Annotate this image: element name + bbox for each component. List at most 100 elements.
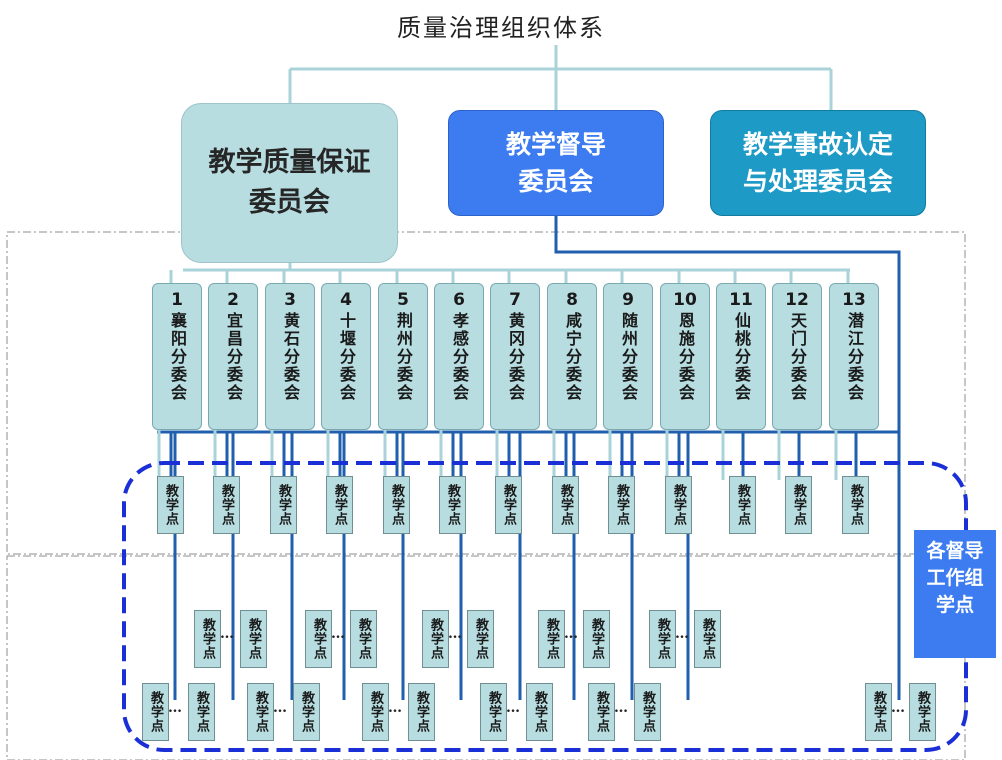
- branch-suffix: 分委会: [788, 348, 807, 402]
- ellipsis: …: [220, 626, 234, 642]
- branch-suffix: 分委会: [563, 348, 582, 402]
- branch-suffix: 分委会: [337, 348, 356, 402]
- branch-name: 潜江: [845, 312, 864, 348]
- teaching-point-row1-12: 教学点: [785, 476, 812, 534]
- teaching-point-label: 教学点: [356, 618, 371, 660]
- teaching-point-label: 教学点: [163, 484, 178, 526]
- teaching-point-label: 教学点: [246, 618, 261, 660]
- branch-number: 13: [842, 290, 866, 310]
- teaching-point-label: 教学点: [428, 618, 443, 660]
- branch-number: 12: [785, 290, 809, 310]
- branch-suffix: 分委会: [281, 348, 300, 402]
- teaching-point-label: 教学点: [871, 691, 886, 733]
- teaching-point-label: 教学点: [532, 691, 547, 733]
- frame-lower: [6, 555, 966, 760]
- branch-number: 7: [509, 290, 521, 310]
- teaching-point-row1-11: 教学点: [729, 476, 756, 534]
- branch-name: 十堰: [337, 312, 356, 348]
- teaching-point-label: 教学点: [544, 618, 559, 660]
- branch-number: 10: [673, 290, 697, 310]
- teaching-point-row2-3a: 教学点: [422, 610, 449, 668]
- teaching-point-row3-5b: 教学点: [634, 683, 661, 741]
- teaching-point-label: 教学点: [219, 484, 234, 526]
- teaching-point-row3-2b: 教学点: [293, 683, 320, 741]
- branch-number: 3: [284, 290, 296, 310]
- branch-name: 咸宁: [563, 312, 582, 348]
- teaching-point-label: 教学点: [311, 618, 326, 660]
- accident-line1: 教学事故认定: [742, 129, 893, 159]
- teaching-point-label: 教学点: [791, 484, 806, 526]
- teaching-point-row3-4a: 教学点: [480, 683, 507, 741]
- branch-name: 随州: [619, 312, 638, 348]
- teaching-point-label: 教学点: [589, 618, 604, 660]
- teaching-point-label: 教学点: [735, 484, 750, 526]
- branch-suffix: 分委会: [450, 348, 469, 402]
- teaching-point-label: 教学点: [253, 691, 268, 733]
- branch-name: 黄石: [281, 312, 300, 348]
- branch-suffix: 分委会: [224, 348, 243, 402]
- teaching-point-row2-5b: 教学点: [694, 610, 721, 668]
- teaching-point-row1-6: 教学点: [439, 476, 466, 534]
- teaching-point-row1-7: 教学点: [495, 476, 522, 534]
- teaching-point-label: 教学点: [332, 484, 347, 526]
- teaching-point-row3-6b: 教学点: [909, 683, 936, 741]
- teaching-point-label: 教学点: [486, 691, 501, 733]
- supervision-line2: 委员会: [518, 167, 594, 196]
- ellipsis: …: [448, 626, 462, 642]
- branch-name: 仙桃: [732, 312, 751, 348]
- teaching-point-label: 教学点: [915, 691, 930, 733]
- teaching-point-row1-1: 教学点: [157, 476, 184, 534]
- top-connectors: [183, 45, 850, 272]
- teaching-point-row1-2: 教学点: [213, 476, 240, 534]
- teaching-point-label: 教学点: [194, 691, 209, 733]
- teaching-point-label: 教学点: [594, 691, 609, 733]
- teaching-point-label: 教学点: [640, 691, 655, 733]
- branch-number: 9: [622, 290, 634, 310]
- branch-name: 襄阳: [168, 312, 187, 348]
- teaching-point-label: 教学点: [445, 484, 460, 526]
- ellipsis: …: [506, 700, 520, 716]
- teaching-point-row1-9: 教学点: [608, 476, 635, 534]
- teaching-point-row2-2a: 教学点: [305, 610, 332, 668]
- branch-name: 天门: [788, 312, 807, 348]
- teaching-point-row2-4b: 教学点: [583, 610, 610, 668]
- teaching-point-row1-8: 教学点: [552, 476, 579, 534]
- ellipsis: …: [614, 700, 628, 716]
- branch-number: 6: [453, 290, 465, 310]
- ellipsis: …: [564, 626, 578, 642]
- teaching-point-label: 教学点: [558, 484, 573, 526]
- branch-suffix: 分委会: [394, 348, 413, 402]
- supervision-group-label: 各督导工作组学点: [914, 530, 996, 658]
- branch-name: 孝感: [450, 312, 469, 348]
- teaching-point-row2-1a: 教学点: [194, 610, 221, 668]
- branch-number: 4: [340, 290, 352, 310]
- teaching-point-row2-1b: 教学点: [240, 610, 267, 668]
- branch-number: 8: [566, 290, 578, 310]
- teaching-point-label: 教学点: [200, 618, 215, 660]
- teaching-point-row3-4b: 教学点: [526, 683, 553, 741]
- teaching-point-label: 教学点: [276, 484, 291, 526]
- branch-suffix: 分委会: [619, 348, 638, 402]
- teaching-point-row3-3b: 教学点: [408, 683, 435, 741]
- branch-suffix: 分委会: [168, 348, 187, 402]
- accident-committee: 教学事故认定 与处理委员会: [710, 110, 926, 216]
- teaching-point-row3-6a: 教学点: [865, 683, 892, 741]
- teaching-point-row3-2a: 教学点: [247, 683, 274, 741]
- teaching-point-label: 教学点: [414, 691, 429, 733]
- branch-name: 恩施: [676, 312, 695, 348]
- teaching-point-row1-10: 教学点: [665, 476, 692, 534]
- teaching-point-row2-4a: 教学点: [538, 610, 565, 668]
- branch-name: 黄冈: [506, 312, 525, 348]
- branch-name: 荆州: [394, 312, 413, 348]
